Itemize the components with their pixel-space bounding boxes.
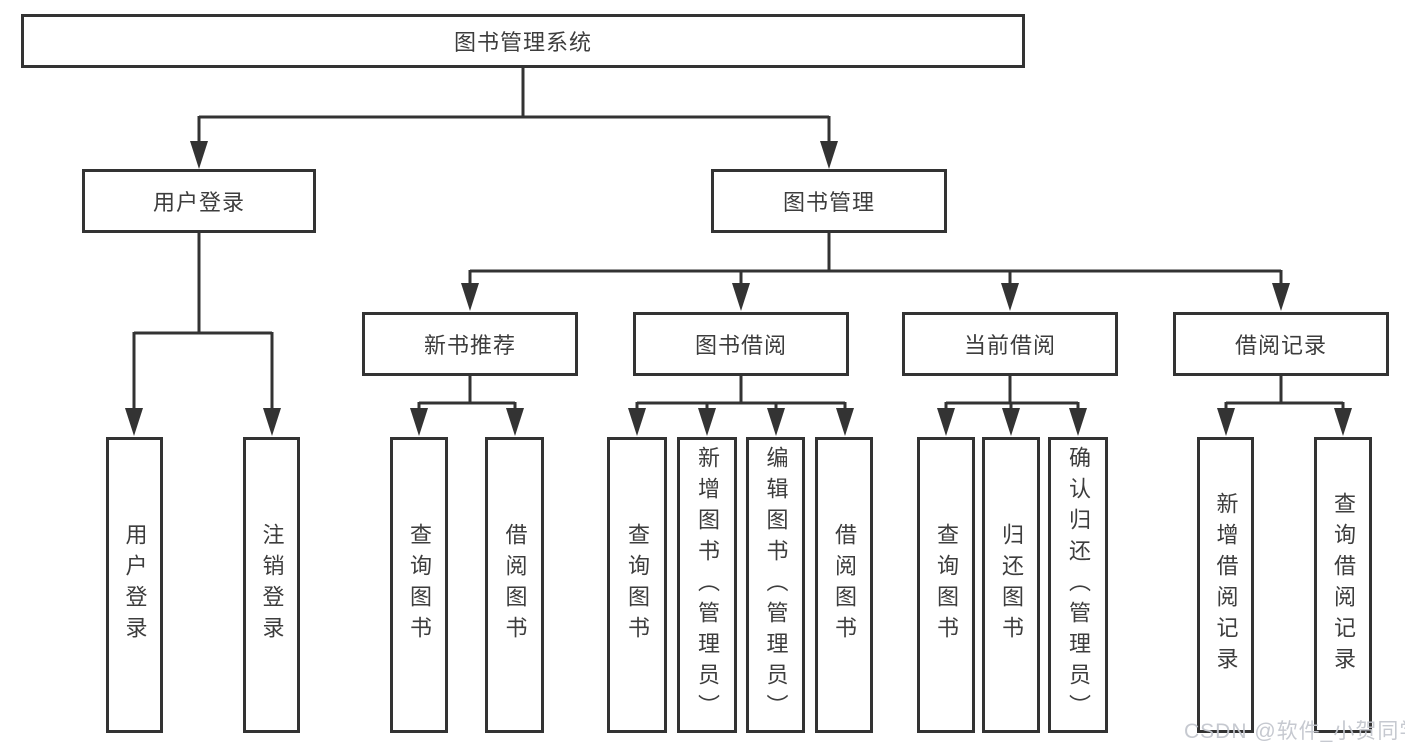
connector-current-borrow	[946, 376, 1078, 405]
leaf-query-books-borrow: 查询图书	[607, 437, 667, 733]
leaf-add-book-admin: 新增图书（管理员）	[677, 437, 737, 733]
node-library-management-system: 图书管理系统	[21, 14, 1025, 68]
leaf-query-borrow-record: 查询借阅记录	[1314, 437, 1372, 733]
leaf-label: 用户登录	[122, 523, 148, 647]
leaf-label: 新增图书（管理员）	[695, 445, 720, 725]
arrowheads	[125, 141, 1352, 436]
node-borrow-records: 借阅记录	[1173, 312, 1389, 376]
node-new-book-recommend: 新书推荐	[362, 312, 578, 376]
leaf-label: 借阅图书	[502, 523, 528, 647]
leaf-label: 查询图书	[407, 523, 432, 647]
watermark: CSDN @软件_小贺同学	[1184, 720, 1405, 743]
node-book-management: 图书管理	[711, 169, 947, 233]
leaf-add-borrow-record: 新增借阅记录	[1197, 437, 1254, 733]
leaf-return-book: 归还图书	[982, 437, 1040, 733]
leaf-label: 编辑图书（管理员）	[763, 445, 789, 725]
leaf-label: 借阅图书	[832, 523, 857, 647]
leaf-label: 注销登录	[259, 523, 285, 647]
leaf-label: 归还图书	[999, 523, 1024, 647]
leaf-borrow-books: 借阅图书	[815, 437, 873, 733]
leaf-user-login: 用户登录	[106, 437, 163, 733]
leaf-query-books-current: 查询图书	[917, 437, 975, 733]
node-user-login: 用户登录	[82, 169, 316, 233]
leaf-label: 查询图书	[934, 523, 959, 647]
leaf-label: 查询借阅记录	[1331, 492, 1356, 678]
leaf-label: 查询图书	[625, 523, 650, 647]
connector-book-borrow	[637, 376, 845, 405]
node-current-borrow: 当前借阅	[902, 312, 1118, 376]
leaf-edit-book-admin: 编辑图书（管理员）	[746, 437, 805, 733]
connector-new-book	[419, 376, 515, 405]
leaf-label: 确认归还（管理员）	[1066, 445, 1091, 725]
leaf-logout: 注销登录	[243, 437, 300, 733]
connector-borrow-records	[1226, 376, 1343, 405]
connector-book-management	[470, 232, 1281, 273]
node-book-borrow: 图书借阅	[633, 312, 849, 376]
leaf-borrow-books-recommend: 借阅图书	[485, 437, 544, 733]
connector-root	[199, 68, 829, 119]
leaf-confirm-return-admin: 确认归还（管理员）	[1048, 437, 1108, 733]
connector-user-login	[134, 233, 272, 335]
leaf-query-books-recommend: 查询图书	[390, 437, 448, 733]
leaf-label: 新增借阅记录	[1213, 492, 1239, 678]
